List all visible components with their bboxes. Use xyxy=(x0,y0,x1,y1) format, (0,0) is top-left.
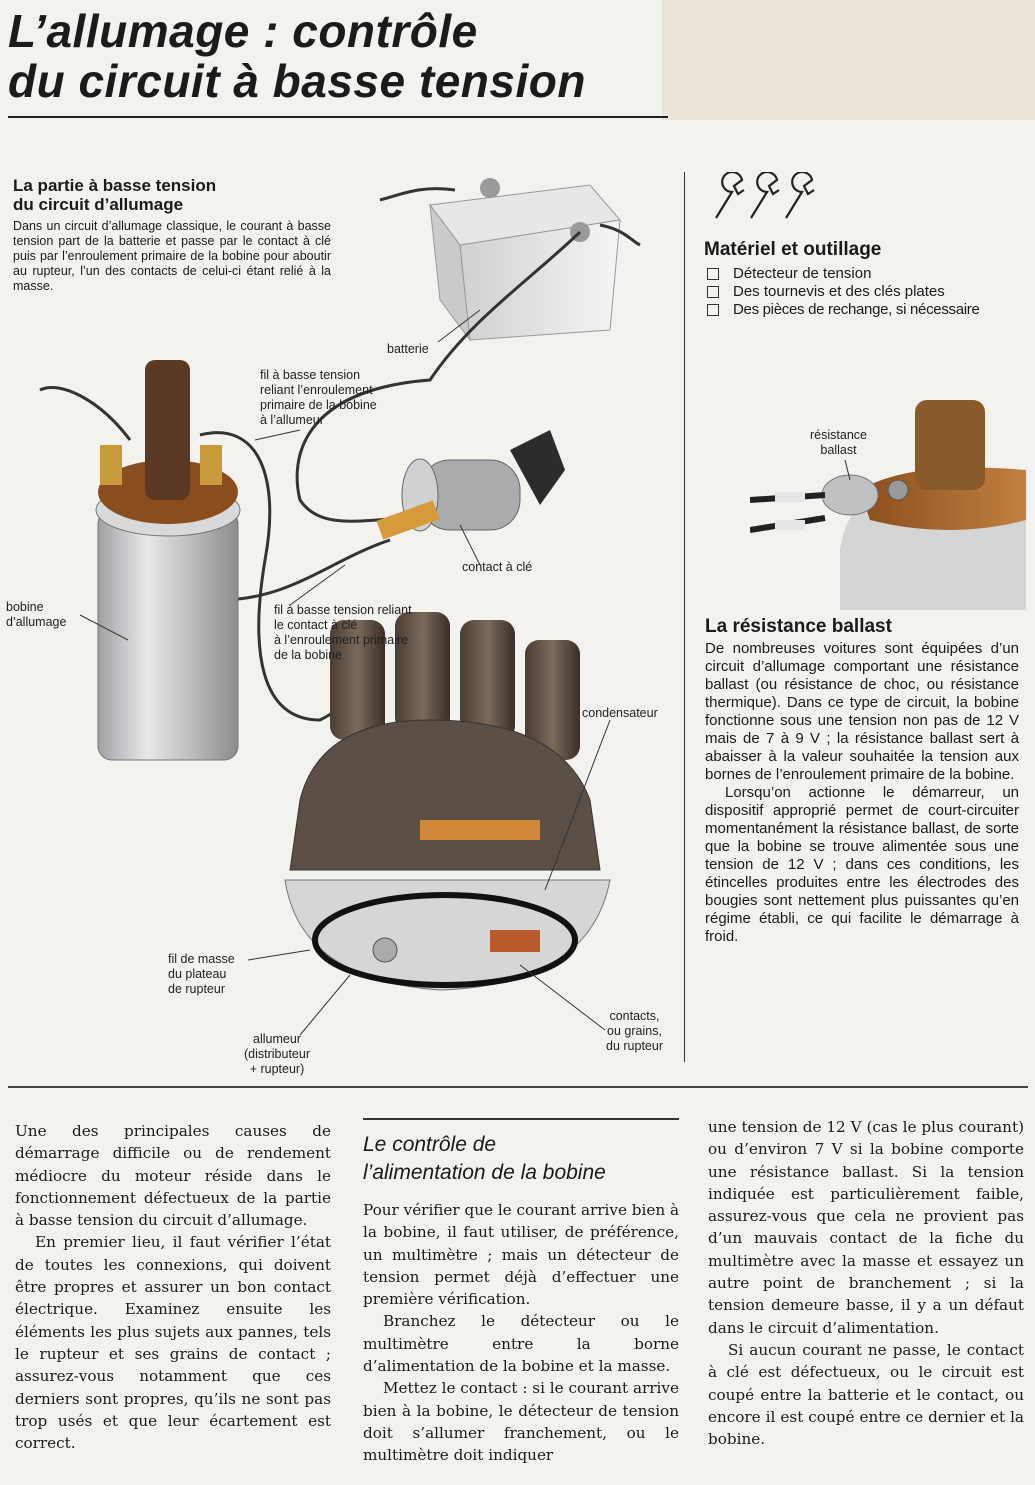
label-wire-contact-coil: fil à basse tension reliant le contact à… xyxy=(274,603,412,662)
body-column-2: Le contrôle de l’alimentation de la bobi… xyxy=(363,1131,679,1467)
wrench-icons xyxy=(715,172,815,219)
intro-heading: La partie à basse tension du circuit d’a… xyxy=(13,176,331,214)
intro-text: Dans un circuit d’allumage classique, le… xyxy=(13,219,331,293)
checkbox-icon xyxy=(707,268,719,280)
page-corner-panel xyxy=(662,0,1035,120)
col2-heading-line-1: Le contrôle de xyxy=(363,1133,497,1156)
label-wire-coil-distributor: fil à basse tension reliant l’enroulemen… xyxy=(260,368,377,427)
col2-heading-line-2: l’alimentation de la bobine xyxy=(363,1161,606,1184)
checkbox-icon xyxy=(707,304,719,316)
tool-item-label: Des tournevis et des clés plates xyxy=(733,283,945,300)
col1-paragraph-1: Une des principales causes de démarrage … xyxy=(15,1122,331,1230)
wrench-icon xyxy=(715,172,745,219)
label-breaker-contacts: contacts, ou grains, du rupteur xyxy=(606,1009,663,1053)
title-rule xyxy=(8,116,668,118)
label-contact-switch: contact à clé xyxy=(462,560,533,574)
label-distributor: allumeur (distributeur + rupteur) xyxy=(244,1032,310,1076)
tools-heading: Matériel et outillage xyxy=(704,239,882,260)
column-rule xyxy=(684,172,685,1062)
tool-item: Des tournevis et des clés plates xyxy=(704,283,1024,301)
col1-paragraph-2: En premier lieu, il faut vérifier l’état… xyxy=(15,1233,331,1453)
col2-heading-rule xyxy=(363,1118,679,1120)
intro-heading-line-2: du circuit d’allumage xyxy=(13,195,184,214)
label-batterie: batterie xyxy=(387,342,429,356)
label-condenser: condensateur xyxy=(582,706,658,720)
ignition-coil-drawing xyxy=(95,360,241,761)
wrench-icon xyxy=(785,172,815,219)
tools-list: Détecteur de tension Des tournevis et de… xyxy=(704,265,1024,319)
tool-item: Des pièces de rechange, si nécessaire xyxy=(704,301,1024,319)
title-line-2: du circuit à basse tension xyxy=(8,55,586,107)
body-column-3: une tension de 12 V (cas le plus courant… xyxy=(708,1116,1024,1450)
intro-heading-line-1: La partie à basse tension xyxy=(13,176,217,195)
col3-paragraph-1: une tension de 12 V (cas le plus courant… xyxy=(708,1118,1024,1337)
section-rule xyxy=(8,1086,1028,1088)
label-ground-wire: fil de masse du plateau de rupteur xyxy=(168,952,235,996)
intro-section: La partie à basse tension du circuit d’a… xyxy=(13,176,331,294)
wrench-icon xyxy=(750,172,780,219)
ballast-heading: La résistance ballast xyxy=(705,616,892,637)
ballast-paragraph-2: Lorsqu’on actionne le démarreur, un disp… xyxy=(705,784,1019,945)
label-coil: bobine d’allumage xyxy=(6,600,67,629)
tool-item-label: Des pièces de rechange, si nécessaire xyxy=(733,301,980,318)
ballast-resistor-illustration xyxy=(750,400,1026,610)
title-line-1: L’allumage : contrôle xyxy=(8,5,478,57)
col2-paragraph-2: Branchez le détecteur ou le multimètre e… xyxy=(363,1312,679,1376)
col2-paragraph-1: Pour vérifier que le courant arrive bien… xyxy=(363,1201,680,1309)
ballast-section: La résistance ballast De nombreuses voit… xyxy=(705,616,1019,946)
body-column-1: Une des principales causes de démarrage … xyxy=(15,1120,331,1454)
tools-section: Matériel et outillage Détecteur de tensi… xyxy=(704,239,1024,319)
checkbox-icon xyxy=(707,286,719,298)
ignition-circuit-illustration xyxy=(39,178,641,1036)
tool-item-label: Détecteur de tension xyxy=(733,265,872,282)
tool-item: Détecteur de tension xyxy=(704,265,1024,283)
wire-battery-contact xyxy=(295,230,582,523)
page-title: L’allumage : contrôle du circuit à basse… xyxy=(8,6,658,106)
col2-paragraph-3: Mettez le contact : si le courant arrive… xyxy=(363,1379,679,1465)
col3-paragraph-2: Si aucun courant ne passe, le contact à … xyxy=(708,1340,1024,1449)
col2-heading: Le contrôle de l’alimentation de la bobi… xyxy=(363,1131,679,1187)
distributor-drawing xyxy=(284,612,611,991)
ballast-paragraph-1: De nombreuses voitures sont équipées d’u… xyxy=(705,640,1019,783)
battery-drawing xyxy=(429,178,621,342)
ignition-switch-drawing xyxy=(376,430,565,540)
label-ballast-resistor: résistance ballast xyxy=(810,428,867,457)
